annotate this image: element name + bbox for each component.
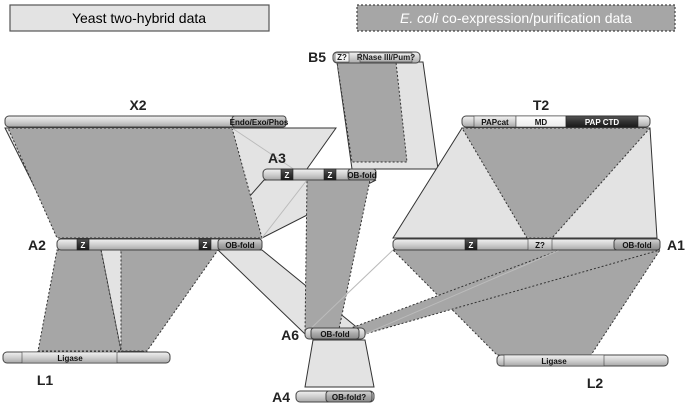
a1-domain-ob: OB-fold [622,241,651,250]
interactions-ecoli [7,61,661,356]
protein-b5: B5 Z? RNase III/Pum? [308,49,421,65]
protein-a3: A3 Z Z OB-fold [262,150,377,181]
b5-domain-rnase: RNase III/Pum? [357,53,415,62]
protein-a2-label: A2 [28,237,46,253]
legend-ecoli-label: E. coli co-expression/purification data [400,10,632,26]
a6-domain-ob: OB-fold [320,330,349,339]
b5-domain-z: Z? [337,53,347,62]
a2-domain-ob: OB-fold [225,241,254,250]
t2-domain-md: MD [535,118,548,127]
a2-domain-z2: Z [203,241,208,250]
protein-b5-label: B5 [308,49,326,65]
protein-x2: X2 Endo/Exo/Phos [4,97,289,128]
protein-a2: A2 Z Z OB-fold [28,237,263,253]
legend-yeast-label: Yeast two-hybrid data [72,10,206,26]
protein-a1: A1 Z Z? OB-fold [392,237,685,253]
a3-domain-z1: Z [285,171,290,180]
a3-domain-z2: Z [328,171,333,180]
protein-l2: Ligase L2 [496,354,669,391]
protein-a1-label: A1 [667,237,685,253]
protein-l2-label: L2 [587,375,604,391]
a2-domain-z1: Z [81,241,86,250]
a1-domain-z: Z [469,241,474,250]
t2-domain-papcat: PAPcat [481,118,509,127]
legend-yeast: Yeast two-hybrid data [9,4,270,32]
legend-ecoli: E. coli co-expression/purification data [356,4,676,32]
protein-a3-label: A3 [268,150,286,166]
protein-a6-label: A6 [281,327,299,343]
t2-domain-papctd: PAP CTD [585,118,620,127]
a1-domain-zq: Z? [535,241,545,250]
x2-domain-endo: Endo/Exo/Phos [230,118,289,127]
protein-a4: A4 OB-fold? [272,389,375,405]
l2-domain-ligase: Ligase [541,357,567,366]
protein-x2-label: X2 [129,97,146,113]
protein-l1-label: L1 [37,372,54,388]
connector-lines [231,127,561,335]
protein-a6: A6 OB-fold [281,327,366,343]
protein-t2-label: T2 [533,97,550,113]
protein-t2: T2 PAPcat MD PAP CTD [461,97,651,128]
a3-domain-ob: OB-fold [347,171,376,180]
l1-domain-ligase: Ligase [57,354,83,363]
protein-l1: Ligase L1 [2,351,171,388]
protein-a4-label: A4 [272,389,290,405]
a4-domain-ob: OB-fold? [332,393,366,402]
